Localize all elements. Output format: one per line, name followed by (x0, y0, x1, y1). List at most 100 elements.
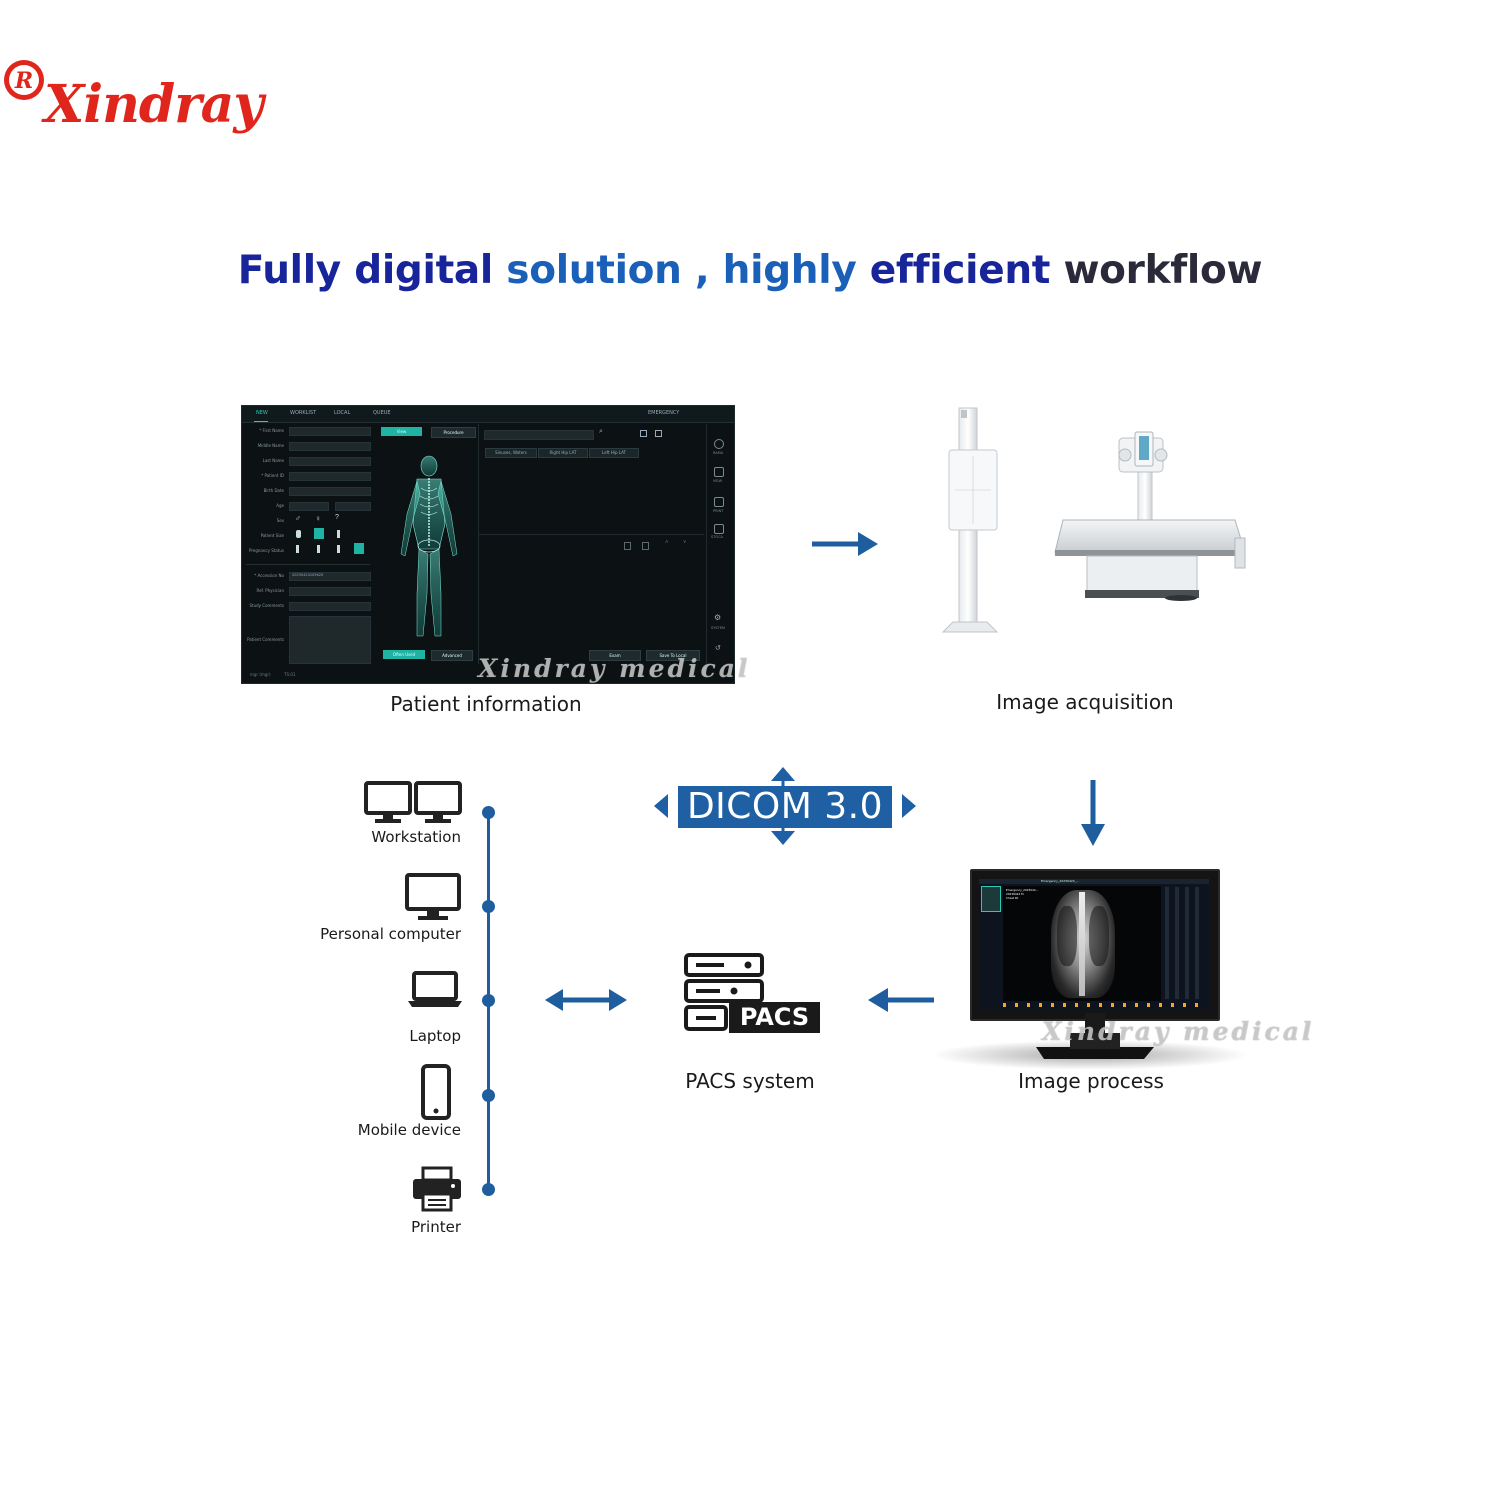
patient-size-large-icon[interactable] (337, 530, 340, 538)
network-node (482, 1183, 495, 1196)
tab-local[interactable]: LOCAL (334, 410, 351, 416)
procedure-chip[interactable]: Sinuses, Waters (485, 448, 537, 458)
procedure-chip[interactable]: Right Hip LAT (538, 448, 588, 458)
headline-part-2: solution , highly (506, 248, 870, 293)
emergency-button[interactable]: EMERGENCY (648, 410, 680, 416)
age-unit-select[interactable] (335, 502, 371, 511)
arrow-down-icon (1081, 780, 1105, 846)
save-to-local-button[interactable]: Save To Local (646, 650, 700, 661)
exam-button[interactable]: Exam (589, 650, 641, 661)
monitor-screen: Emergency_20230424_... Emergency_2023042… (979, 879, 1209, 1009)
add-icon[interactable] (640, 430, 647, 437)
unknown-sex-icon[interactable]: ? (335, 514, 339, 521)
view-button[interactable]: View (381, 427, 422, 436)
field-label: * Accession No (254, 573, 284, 578)
network-node (482, 1089, 495, 1102)
patient-size-small-icon[interactable] (296, 530, 301, 538)
side-item-label: STOCA (711, 535, 723, 539)
toolbar-grid[interactable] (1165, 887, 1205, 999)
view-icon[interactable] (714, 467, 724, 477)
tab-queue[interactable]: QUEUE (373, 410, 391, 416)
xindray-logo: R Xindray (4, 60, 268, 135)
panel-divider (478, 424, 479, 664)
field-label: Study Comments (249, 603, 284, 608)
first-name-input[interactable] (289, 427, 371, 436)
thumbnail[interactable] (981, 886, 1001, 912)
field-label: Ref. Physician (256, 588, 284, 593)
accession-no-value: 20230424105620 (292, 573, 324, 577)
headline-part-4: workflow (1063, 248, 1263, 293)
status-station: TS:01 (284, 672, 296, 677)
screen-title: Emergency_20230424_... (1041, 879, 1080, 883)
pregnancy-selected-icon[interactable] (354, 543, 364, 554)
chevron-up-icon[interactable]: ˄ (665, 540, 669, 546)
female-sex-icon[interactable]: ♀ (315, 514, 321, 523)
delete-icon[interactable] (624, 542, 631, 550)
field-label: Pregnancy Status (248, 548, 284, 553)
storage-icon[interactable] (714, 524, 724, 534)
male-sex-icon[interactable]: ♂ (295, 514, 301, 523)
human-skeleton-model (400, 455, 458, 637)
svg-text:R: R (14, 68, 33, 94)
caption-patient-information: Patient information (390, 692, 582, 716)
device-label-mobile-device: Mobile device (357, 1121, 461, 1139)
age-input[interactable] (289, 502, 329, 511)
pregnancy-option-icon[interactable] (296, 545, 299, 553)
procedure-chip[interactable]: Left Hip LAT (589, 448, 639, 458)
server-rack-icon (684, 953, 764, 1031)
birth-date-input[interactable] (289, 487, 371, 496)
mobile-phone-icon (421, 1064, 451, 1120)
pregnancy-option-icon[interactable] (317, 545, 320, 553)
last-name-input[interactable] (289, 457, 371, 466)
side-item-label: VIEW (713, 479, 723, 483)
logout-icon[interactable]: ↺ (715, 645, 721, 652)
procedure-button[interactable]: Procedure (431, 427, 476, 438)
side-item-label: SYSTEM (711, 626, 725, 630)
accession-no-input[interactable] (289, 572, 371, 581)
field-label: Middle Name (257, 443, 284, 448)
network-node (482, 900, 495, 913)
pacs-tag: PACS (729, 1002, 820, 1033)
middle-name-input[interactable] (289, 442, 371, 451)
page-headline: Fully digital solution , highly efficien… (0, 248, 1500, 293)
remove-icon[interactable] (655, 430, 662, 437)
procedure-search-input[interactable] (484, 430, 594, 440)
caption-image-process: Image process (1018, 1069, 1164, 1093)
tab-new[interactable]: NEW (256, 410, 268, 416)
chevron-down-icon[interactable]: ˅ (683, 540, 687, 546)
screen-titlebar (979, 879, 1209, 884)
field-label: Sex (276, 518, 284, 523)
laptop-icon (408, 971, 462, 1007)
gear-icon[interactable]: ⚙ (714, 613, 722, 622)
xray-meta-line: Chest PA (1006, 896, 1019, 900)
patient-id-input[interactable] (289, 472, 371, 481)
pregnancy-option-icon[interactable] (337, 545, 340, 553)
ref-physician-select[interactable] (289, 587, 371, 596)
copy-icon[interactable] (642, 542, 649, 550)
network-node (482, 806, 495, 819)
patient-size-medium-icon[interactable] (314, 528, 324, 539)
watermark-text: Xindray medical (478, 654, 751, 683)
print-icon[interactable] (714, 497, 724, 507)
monitor-stand (1036, 1013, 1154, 1059)
software-topbar (242, 406, 734, 423)
tab-worklist[interactable]: WORKLIST (290, 410, 317, 416)
patient-comments-input[interactable] (289, 616, 371, 664)
form-divider (246, 564, 370, 565)
side-item-label: PRINT (713, 509, 724, 513)
advanced-button[interactable]: Advanced (431, 650, 473, 661)
arrow-right-icon (812, 532, 878, 556)
study-comments-input[interactable] (289, 602, 371, 611)
radiation-icon[interactable] (714, 439, 724, 449)
printer-icon (413, 1166, 461, 1212)
field-label: Age (276, 503, 284, 508)
watermark-text: Xindray medical (1042, 1017, 1315, 1046)
search-icon[interactable]: ⌕ (599, 428, 603, 435)
xray-meta-line: 20230424 M (1006, 892, 1024, 896)
bottom-toolbar[interactable] (1003, 1003, 1203, 1007)
svg-text:Xindray: Xindray (41, 74, 267, 135)
chest-xray-image (1003, 886, 1161, 1001)
panel-divider (479, 534, 704, 535)
side-rail-divider (706, 424, 707, 664)
often-used-button[interactable]: Often Used (383, 650, 425, 659)
